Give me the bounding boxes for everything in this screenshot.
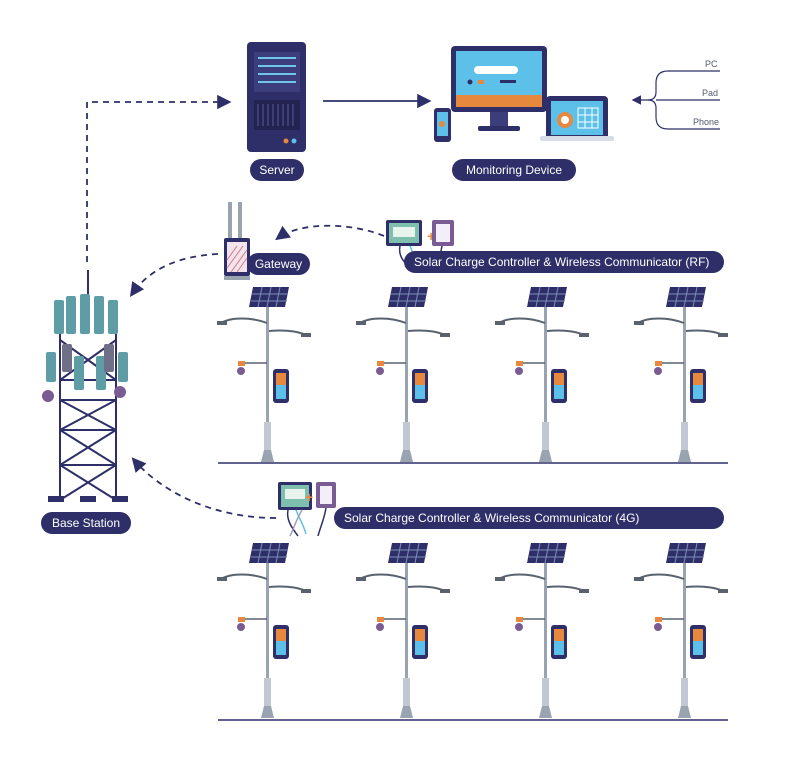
gateway-to-base-arrow xyxy=(129,253,219,297)
communicator-module-icon-4g xyxy=(316,482,336,537)
cell-tower-icon xyxy=(42,270,128,502)
gateway-label: Gateway xyxy=(247,253,310,275)
controller-to-gateway-arrow xyxy=(275,224,385,241)
controller-4g-label: Solar Charge Controller & Wireless Commu… xyxy=(334,507,724,529)
endpoint-pad-label: Pad xyxy=(702,88,719,98)
svg-text:+: + xyxy=(305,489,313,505)
4g-to-base-arrow xyxy=(131,457,277,519)
controller-module-icon-4g xyxy=(278,482,312,537)
svg-text:+: + xyxy=(427,228,435,244)
controller-module-icon xyxy=(386,220,422,271)
endpoint-pc-label: PC xyxy=(705,59,718,69)
controller-rf-label: Solar Charge Controller & Wireless Commu… xyxy=(404,251,724,273)
base-to-server-arrow xyxy=(86,94,232,262)
server-icon xyxy=(247,42,306,152)
phone-icon xyxy=(434,108,451,142)
endpoint-bracket xyxy=(640,70,720,130)
base-station-label: Base Station xyxy=(41,512,131,534)
server-label: Server xyxy=(250,159,304,181)
tablet-icon xyxy=(540,96,614,141)
gateway-icon xyxy=(224,202,250,280)
monitor-icon xyxy=(451,46,547,131)
monitoring-device-label: Monitoring Device xyxy=(452,159,576,181)
endpoint-phone-label: Phone xyxy=(693,117,720,127)
